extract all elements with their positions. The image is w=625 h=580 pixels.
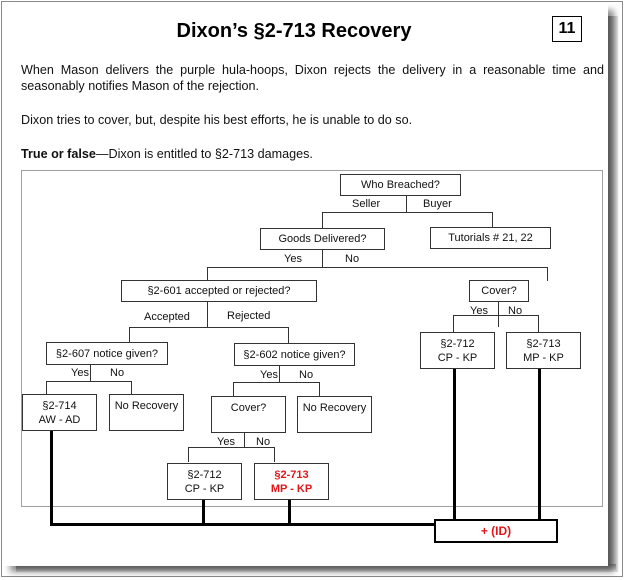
damages-connector: [288, 499, 291, 525]
node-no-recovery-2: No Recovery: [297, 396, 372, 433]
connector: [288, 327, 289, 344]
node-notice-602: §2-602 notice given?: [234, 343, 355, 366]
node-label: No Recovery: [114, 400, 179, 412]
node-label: CP - KP: [184, 483, 225, 495]
edge-label-yes: Yes: [284, 253, 302, 265]
edge-label-seller: Seller: [352, 198, 381, 210]
node-goods-delivered: Goods Delivered?: [260, 228, 385, 250]
connector: [188, 447, 275, 448]
edge-label-yes: Yes: [217, 436, 235, 448]
slide-shadow: [608, 16, 618, 572]
damages-connector: [453, 368, 456, 521]
damages-connector: [50, 431, 53, 526]
connector: [46, 381, 132, 382]
node-label: §2-712: [440, 338, 475, 350]
connector: [129, 327, 289, 328]
edge-label-buyer: Buyer: [423, 198, 452, 210]
connector: [498, 302, 499, 327]
connector: [233, 382, 234, 396]
damages-connector: [50, 523, 437, 526]
flowchart: Seller Buyer Yes No Accepted Rejected Ye…: [21, 170, 603, 543]
slide: Dixon’s §2-713 Recovery 11 When Mason de…: [4, 4, 608, 566]
node-cover-mid: Cover?: [211, 396, 286, 433]
scenario-paragraph: When Mason delivers the purple hula-hoop…: [21, 63, 604, 93]
scenario-paragraph: Dixon tries to cover, but, despite his b…: [21, 113, 413, 127]
edge-label-rejected: Rejected: [227, 310, 271, 322]
edge-label-no: No: [508, 305, 523, 317]
node-label: §2-712: [187, 469, 222, 481]
node-label: Cover?: [230, 402, 267, 414]
node-2714: §2-714 AW - AD: [22, 394, 97, 431]
node-label: §2-607 notice given?: [55, 347, 159, 360]
connector: [207, 302, 208, 328]
edge-label-no: No: [299, 369, 314, 381]
node-label: CP - KP: [437, 352, 478, 364]
edge-label-no: No: [110, 367, 125, 379]
node-incidental-damages: + (ID): [434, 519, 558, 543]
edge-label-yes: Yes: [470, 305, 488, 317]
node-2713-mid-highlighted: §2-713 MP - KP: [254, 463, 329, 500]
node-label: Cover?: [481, 285, 517, 297]
node-label: Tutorials # 21, 22: [448, 232, 533, 244]
node-2712-right: §2-712 CP - KP: [420, 332, 495, 369]
node-label: §2-601 accepted or rejected?: [147, 285, 291, 297]
slide-title: Dixon’s §2-713 Recovery: [176, 20, 412, 42]
damages-connector: [202, 499, 205, 525]
connector: [244, 432, 245, 448]
connector: [131, 381, 132, 395]
connector: [90, 364, 91, 381]
connector: [129, 327, 130, 343]
node-who-breached: Who Breached?: [340, 174, 461, 196]
connector: [406, 195, 407, 213]
edge-label-yes: Yes: [260, 369, 278, 381]
connector: [453, 315, 454, 333]
node-label: §2-714: [42, 400, 77, 412]
node-no-recovery-1: No Recovery: [109, 394, 184, 431]
edge-label-no: No: [256, 436, 271, 448]
connector: [274, 447, 275, 462]
node-label: MP - KP: [523, 352, 564, 364]
damages-connector: [538, 368, 541, 521]
connector: [547, 267, 548, 281]
node-accepted-or-rejected: §2-601 accepted or rejected?: [121, 280, 317, 302]
connector: [322, 212, 323, 229]
question-text: —Dixon is entitled to §2-713 damages.: [95, 147, 313, 161]
connector: [279, 365, 280, 383]
connector: [322, 249, 323, 267]
connector: [538, 315, 539, 333]
edge-label-accepted: Accepted: [144, 311, 190, 323]
node-label: §2-713: [274, 469, 309, 481]
node-2713-right: §2-713 MP - KP: [506, 332, 581, 369]
slide-number: 11: [552, 16, 582, 42]
connector: [453, 315, 539, 316]
node-label: §2-602 notice given?: [243, 348, 346, 361]
node-tutorials: Tutorials # 21, 22: [430, 227, 551, 249]
node-label: Who Breached?: [361, 179, 440, 191]
connector: [207, 267, 548, 268]
node-label: No Recovery: [302, 402, 367, 414]
node-label: Goods Delivered?: [278, 233, 367, 245]
connector: [319, 382, 320, 396]
question-label: True or false: [21, 147, 96, 161]
question: True or false—Dixon is entitled to §2-71…: [21, 146, 604, 162]
connector: [46, 381, 47, 395]
node-2712-mid: §2-712 CP - KP: [167, 463, 242, 500]
connector: [207, 267, 208, 281]
node-label: §2-713: [526, 338, 561, 350]
connector: [233, 382, 320, 383]
node-notice-607: §2-607 notice given?: [46, 342, 168, 365]
slide-shadow: [16, 564, 616, 572]
connector: [492, 212, 493, 228]
node-cover-right: Cover?: [469, 280, 529, 302]
connector: [188, 447, 189, 462]
edge-label-no: No: [345, 253, 360, 265]
edge-label-yes: Yes: [71, 367, 89, 379]
node-label: + (ID): [480, 524, 512, 538]
node-label: AW - AD: [38, 414, 81, 426]
connector: [322, 212, 493, 213]
node-label: MP - KP: [270, 483, 313, 495]
